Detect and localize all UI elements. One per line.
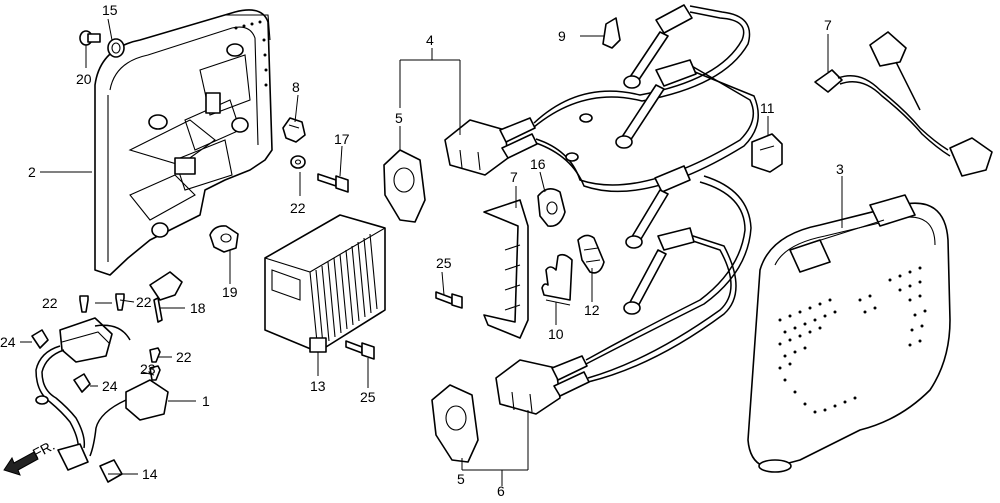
harness-1	[35, 317, 169, 471]
callout-12: 11	[760, 100, 775, 116]
callout-22-c: 22	[176, 349, 192, 365]
callout-22-a: 22	[42, 295, 58, 311]
callout-21: 20	[76, 71, 92, 87]
callout-11: 10	[548, 326, 564, 342]
grommet-16	[107, 38, 125, 58]
callout-8: 7	[824, 17, 832, 33]
callout-13: 12	[584, 302, 600, 318]
ignition-coil-4	[444, 117, 538, 176]
callout-1: 1	[202, 393, 210, 409]
clamp-17	[537, 188, 566, 228]
vent-holes	[778, 266, 927, 414]
callout-15: 14	[142, 466, 158, 482]
callout-4: 4	[426, 32, 434, 48]
callout-25-a: 25	[436, 255, 452, 271]
callout-3: 3	[836, 161, 844, 177]
clip-10	[602, 17, 621, 49]
screws-22	[79, 293, 161, 381]
callout-17: 16	[530, 156, 546, 172]
clip-15	[99, 459, 123, 483]
wire-bracket-7	[483, 199, 529, 339]
callout-14: 13	[310, 378, 326, 394]
spark-plug-wires-upper	[533, 4, 759, 193]
front-direction-arrow: FR.	[3, 437, 57, 476]
wire-holder-13	[577, 234, 605, 274]
control-panel-frame	[94, 9, 273, 276]
clip-20	[209, 225, 239, 253]
callout-22-d: 23	[140, 361, 156, 377]
callout-9: 8	[292, 79, 300, 95]
callout-23: 22	[290, 200, 306, 216]
callout-5-a: 5	[395, 110, 403, 126]
clip-9	[282, 117, 306, 143]
bolt-21	[79, 30, 101, 46]
bolt-24-upper	[31, 329, 49, 349]
callout-20: 19	[222, 284, 238, 300]
cable-assembly-8	[814, 31, 993, 177]
callout-5-b: 5	[457, 471, 465, 487]
bolt-18	[317, 173, 349, 193]
washer-23	[290, 155, 306, 169]
coil-holder-5-lower	[431, 384, 479, 463]
callout-2: 2	[28, 164, 36, 180]
callout-16: 15	[102, 2, 118, 18]
inverter-unit-14	[264, 214, 386, 353]
spark-plug-wires-lower	[585, 165, 752, 383]
callout-24-b: 24	[102, 378, 118, 394]
leader-lines	[20, 18, 843, 486]
bolt-24-lower	[73, 373, 91, 393]
callout-24-a: 24	[0, 334, 16, 350]
callout-6-label: 6	[497, 483, 505, 498]
wire-holder-11	[541, 253, 573, 306]
cover-3	[747, 194, 951, 473]
ignition-coil-6	[495, 355, 590, 415]
callout-25-b: 25	[360, 389, 376, 405]
callout-7: 7	[510, 169, 518, 185]
callouts: 15 20 2 8 17 22 19 18 22 22 24 24 22 23 …	[0, 2, 844, 487]
callout-19: 18	[190, 300, 206, 316]
callout-10: 9	[558, 28, 566, 44]
coil-holder-5-upper	[383, 149, 426, 223]
callout-18: 17	[334, 131, 350, 147]
bolt-25-lower	[345, 340, 375, 360]
clip-12	[751, 133, 783, 173]
callout-22-b: 22	[136, 294, 152, 310]
clamp-19	[149, 271, 183, 323]
bolt-25-upper	[435, 291, 463, 309]
